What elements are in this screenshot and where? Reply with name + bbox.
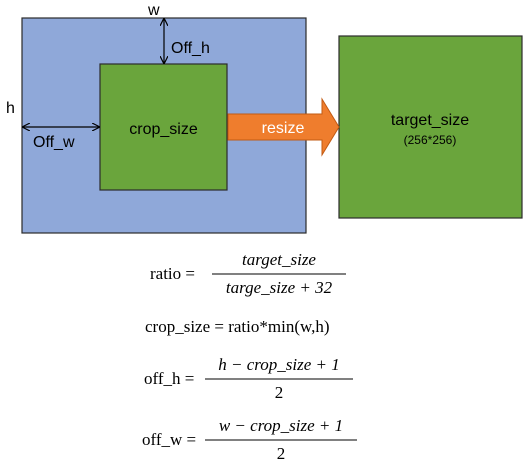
off-h-formula: off_h = h − crop_size + 1 2 — [144, 355, 353, 402]
off-w-label: Off_w — [33, 134, 75, 151]
target-size-label: target_size — [391, 112, 469, 129]
off-w-numerator: w − crop_size + 1 — [219, 416, 343, 435]
w-label: w — [147, 2, 160, 19]
resize-arrow — [227, 97, 340, 157]
resize-label: resize — [262, 120, 305, 137]
off-h-numerator: h − crop_size + 1 — [218, 355, 339, 374]
off-w-lhs: off_w = — [142, 430, 200, 449]
ratio-denominator: targe_size + 32 — [226, 278, 333, 297]
target-box — [338, 35, 523, 219]
h-label: h — [6, 100, 15, 117]
off-h-lhs: off_h = — [144, 369, 199, 388]
off-w-denominator: 2 — [277, 444, 286, 463]
off-h-denominator: 2 — [275, 383, 284, 402]
crop-box — [99, 63, 228, 191]
ratio-lhs: ratio = — [150, 264, 199, 283]
off-h-label: Off_h — [171, 40, 210, 57]
crop-size-label: crop_size — [129, 121, 198, 138]
ratio-numerator: target_size — [242, 250, 316, 269]
off-w-formula: off_w = w − crop_size + 1 2 — [142, 416, 357, 463]
ratio-formula: ratio = target_size targe_size + 32 — [150, 250, 346, 297]
crop-size-formula: crop_size = ratio*min(w,h) — [145, 317, 330, 336]
target-dims-label: (256*256) — [404, 133, 457, 147]
